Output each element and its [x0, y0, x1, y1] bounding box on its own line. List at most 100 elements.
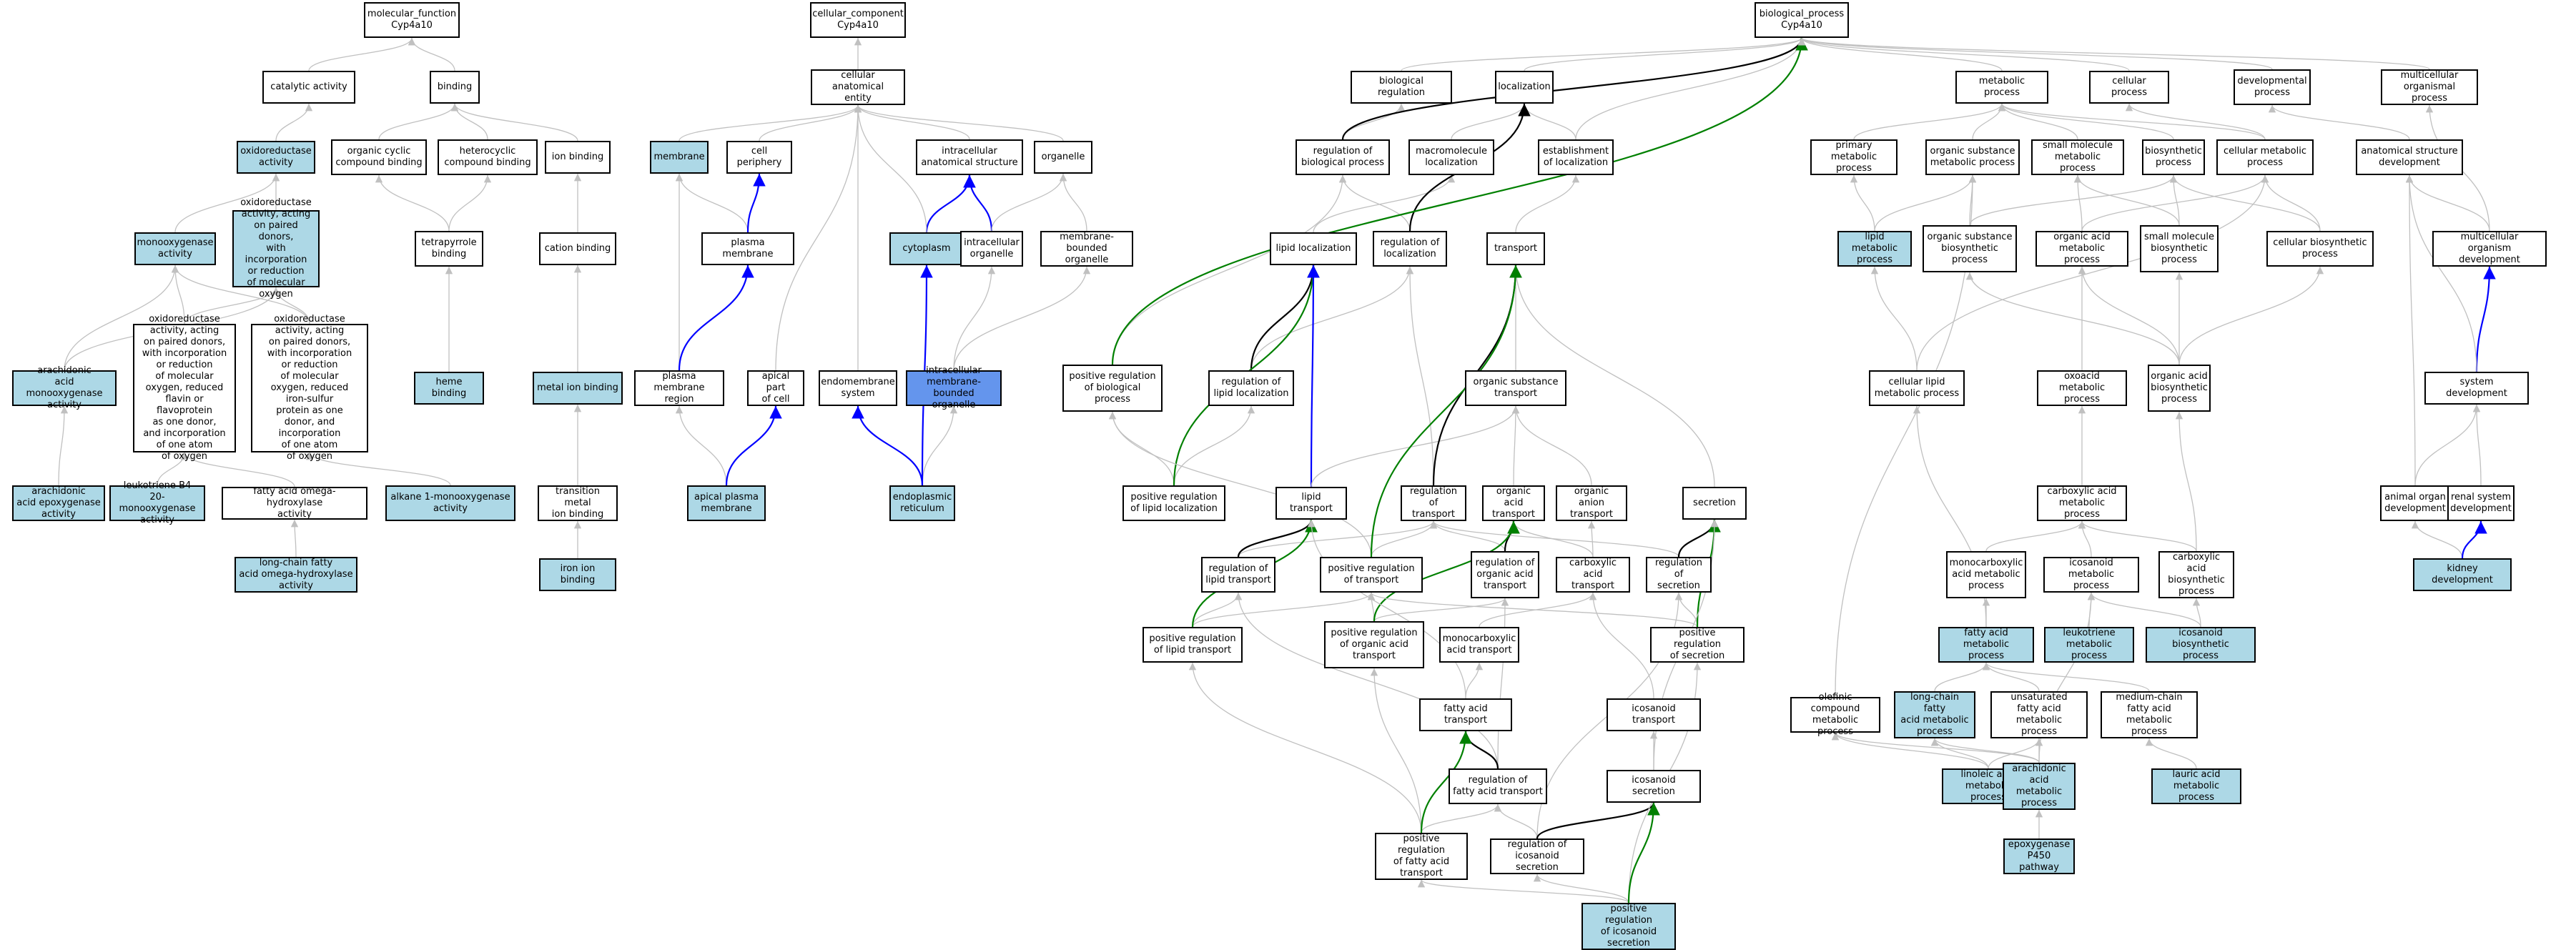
node-sysdev[interactable]: system development: [2424, 372, 2529, 405]
node-cytoplasm[interactable]: cytoplasm: [889, 232, 964, 265]
node-regicosasec[interactable]: regulation of icosanoid secretion: [1490, 838, 1584, 874]
node-iron[interactable]: iron ion binding: [539, 558, 616, 591]
node-regfatrans[interactable]: regulation of fatty acid transport: [1449, 768, 1547, 804]
node-ionbind[interactable]: ion binding: [545, 141, 611, 174]
node-unsatfa[interactable]: unsaturated fatty acid metabolic process: [1990, 691, 2088, 738]
node-apicalpm[interactable]: apical plasma membrane: [687, 485, 766, 521]
node-smallmol[interactable]: small molecule metabolic process: [2031, 139, 2124, 175]
node-lauric[interactable]: lauric acid metabolic process: [2151, 768, 2241, 804]
node-cellper[interactable]: cell periphery: [726, 141, 792, 174]
node-regorgacidtrans[interactable]: regulation of organic acid transport: [1471, 551, 1539, 598]
node-posregtrans[interactable]: positive regulation of transport: [1320, 557, 1423, 593]
node-orgacidbiosyn[interactable]: organic acid biosynthetic process: [2148, 365, 2211, 412]
node-animorgan[interactable]: animal organ development: [2380, 485, 2450, 521]
node-reglipidloc[interactable]: regulation of lipid localization: [1208, 370, 1294, 406]
node-posregsecretion[interactable]: positive regulation of secretion: [1650, 627, 1745, 663]
node-carbacidmet[interactable]: carboxylic acid metabolic process: [2037, 485, 2127, 521]
node-posreglipidloc[interactable]: positive regulation of lipid localizatio…: [1122, 485, 1225, 521]
node-medfa[interactable]: medium-chain fatty acid metabolic proces…: [2101, 691, 2198, 738]
node-plasmem[interactable]: plasma membrane: [701, 232, 794, 265]
node-er[interactable]: endoplasmic reticulum: [889, 485, 955, 521]
node-lcfa_omega[interactable]: long-chain fatty acid omega-hydroxylase …: [235, 557, 357, 593]
node-cc[interactable]: cellular_component Cyp4a10: [810, 2, 906, 38]
node-icosasec[interactable]: icosanoid secretion: [1607, 770, 1701, 803]
node-icosatrans[interactable]: icosanoid transport: [1607, 698, 1701, 731]
node-lcfamet[interactable]: long-chain fatty acid metabolic process: [1894, 691, 1975, 738]
node-orgsubtrans[interactable]: organic substance transport: [1465, 370, 1566, 406]
node-macroloc[interactable]: macromolecule localization: [1408, 139, 1494, 175]
node-arachmet[interactable]: arachidonic acid metabolic process: [2003, 763, 2076, 810]
node-orgacidtrans[interactable]: organic acid transport: [1482, 485, 1545, 521]
node-ltb4[interactable]: leukotriene-B4 20-monooxygenase activity: [109, 480, 205, 525]
node-posregicosasec[interactable]: positive regulation of icosanoid secreti…: [1581, 903, 1676, 950]
node-secretion[interactable]: secretion: [1682, 487, 1747, 520]
node-estloc[interactable]: establishment of localization: [1538, 139, 1614, 175]
node-araepox[interactable]: arachidonic acid monooxygenase activity: [12, 365, 117, 410]
node-membbound[interactable]: membrane-bounded organelle: [1040, 231, 1133, 267]
node-regbp[interactable]: regulation of biological process: [1296, 139, 1390, 175]
node-bp[interactable]: biological_process Cyp4a10: [1755, 2, 1849, 38]
node-orgacidmet[interactable]: organic acid metabolic process: [2035, 231, 2128, 267]
node-posreglipidtrans[interactable]: positive regulation of lipid transport: [1143, 627, 1243, 663]
node-anatdev[interactable]: anatomical structure development: [2356, 139, 2463, 175]
node-bind[interactable]: binding: [430, 71, 480, 104]
node-heme[interactable]: heme binding: [414, 372, 484, 405]
node-regtrans[interactable]: regulation of transport: [1401, 485, 1466, 521]
node-posregorgacidtrans[interactable]: positive regulation of organic acid tran…: [1324, 621, 1424, 668]
node-hetcyc[interactable]: heterocyclic compound binding: [438, 139, 538, 175]
node-oxfes[interactable]: oxidoreductase activity, acting on paire…: [251, 314, 368, 462]
node-pmregion[interactable]: plasma membrane region: [634, 370, 724, 406]
node-cellproc[interactable]: cellular process: [2089, 71, 2169, 104]
node-oxred[interactable]: oxidoreductase activity: [237, 141, 315, 174]
node-intanat[interactable]: intracellular anatomical structure: [916, 139, 1023, 175]
node-reglipidtrans[interactable]: regulation of lipid transport: [1201, 557, 1275, 593]
node-olefinic[interactable]: olefinic compound metabolic process: [1790, 692, 1880, 737]
node-icosabiosyn[interactable]: icosanoid biosynthetic process: [2146, 627, 2256, 663]
node-monocarbmet[interactable]: monocarboxylic acid metabolic process: [1946, 551, 2026, 598]
node-lipidmet[interactable]: lipid metabolic process: [1837, 231, 1912, 267]
node-intorg[interactable]: intracellular organelle: [960, 231, 1023, 267]
node-icosamet[interactable]: icosanoid metabolic process: [2043, 557, 2139, 593]
node-cae[interactable]: cellular anatomical entity: [811, 69, 905, 105]
node-multidev[interactable]: multicellular organism development: [2432, 231, 2547, 267]
node-carbacidtrans[interactable]: carboxylic acid transport: [1556, 557, 1630, 593]
node-oxoacid[interactable]: oxoacid metabolic process: [2037, 370, 2127, 406]
node-regsecretion[interactable]: regulation of secretion: [1646, 557, 1712, 593]
node-cellmet[interactable]: cellular metabolic process: [2216, 139, 2314, 175]
node-cation[interactable]: cation binding: [539, 232, 616, 265]
node-membrane[interactable]: membrane: [650, 141, 709, 174]
node-mf[interactable]: molecular_function Cyp4a10: [364, 2, 460, 38]
node-regloc[interactable]: regulation of localization: [1373, 231, 1447, 267]
node-famet[interactable]: fatty acid metabolic process: [1938, 627, 2034, 663]
node-multiorg[interactable]: multicellular organismal process: [2381, 69, 2478, 105]
node-metab[interactable]: metabolic process: [1955, 71, 2048, 104]
node-smallbiosyn[interactable]: small molecule biosynthetic process: [2140, 225, 2219, 272]
node-faomega[interactable]: fatty acid omega-hydroxylase activity: [222, 486, 367, 520]
node-orgcyc[interactable]: organic cyclic compound binding: [331, 139, 427, 175]
node-biosyn[interactable]: biosynthetic process: [2142, 139, 2205, 175]
node-transport[interactable]: transport: [1486, 232, 1545, 265]
node-oxpair[interactable]: oxidoreductase activity, acting on paire…: [232, 197, 320, 300]
node-endomem[interactable]: endomembrane system: [819, 370, 897, 406]
node-carbbiosyn[interactable]: carboxylic acid biosynthetic process: [2158, 551, 2234, 598]
node-bioreg[interactable]: biological regulation: [1351, 71, 1452, 104]
node-organiontrans[interactable]: organic anion transport: [1556, 485, 1627, 521]
node-cat[interactable]: catalytic activity: [262, 71, 355, 104]
node-tetrapyr[interactable]: tetrapyrrole binding: [415, 231, 483, 267]
node-posregbp[interactable]: positive regulation of biological proces…: [1062, 365, 1163, 412]
node-leukomet[interactable]: leukotriene metabolic process: [2044, 627, 2134, 663]
node-intmbo[interactable]: intracellular membrane-bounded organelle: [906, 365, 1002, 410]
node-loc[interactable]: localization: [1495, 71, 1554, 104]
node-oxflav[interactable]: oxidoreductase activity, acting on paire…: [133, 314, 236, 462]
node-devproc[interactable]: developmental process: [2234, 69, 2311, 105]
node-renal[interactable]: renal system development: [2447, 485, 2515, 521]
node-lipidtrans[interactable]: lipid transport: [1275, 487, 1347, 520]
node-orgsubmet[interactable]: organic substance metabolic process: [1925, 139, 2020, 175]
node-primmet[interactable]: primary metabolic process: [1810, 139, 1898, 175]
node-celllipidmet[interactable]: cellular lipid metabolic process: [1869, 370, 1965, 406]
node-orgsubbiosyn[interactable]: organic substance biosynthetic process: [1923, 225, 2017, 272]
node-fatrans[interactable]: fatty acid transport: [1419, 698, 1512, 731]
node-apicalpart[interactable]: apical part of cell: [747, 370, 804, 406]
node-kidney[interactable]: kidney development: [2413, 558, 2512, 591]
node-monocarbtrans[interactable]: monocarboxylic acid transport: [1439, 627, 1519, 663]
